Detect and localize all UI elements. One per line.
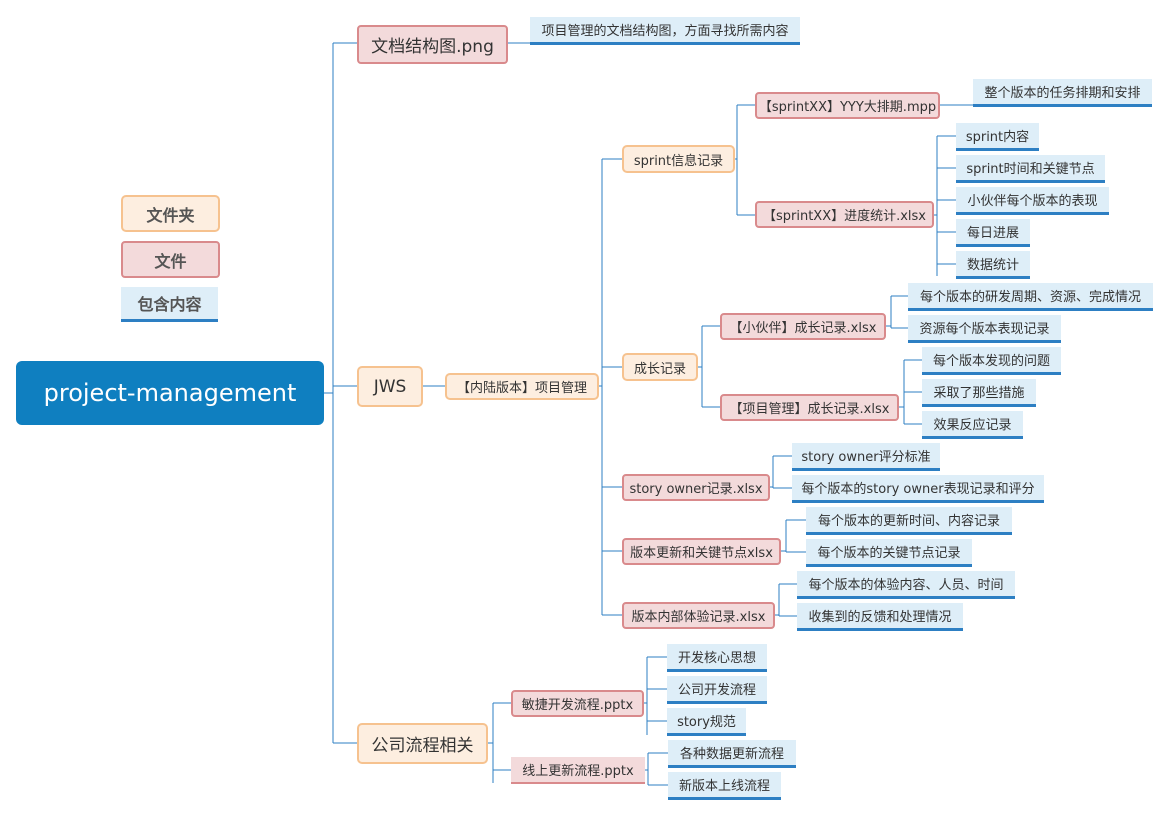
node-update-c1[interactable]: 每个版本的更新时间、内容记录	[806, 507, 1012, 535]
node-sprint-mpp-desc[interactable]: 整个版本的任务排期和安排	[973, 79, 1152, 107]
node-inner[interactable]: 【内陆版本】项目管理	[445, 373, 599, 400]
node-company[interactable]: 公司流程相关	[357, 723, 488, 764]
node-online-c1[interactable]: 各种数据更新流程	[668, 740, 796, 768]
node-partner-xlsx[interactable]: 【小伙伴】成长记录.xlsx	[720, 313, 886, 340]
node-growth[interactable]: 成长记录	[622, 353, 698, 381]
node-sprint[interactable]: sprint信息记录	[622, 145, 735, 173]
node-doc-png[interactable]: 文档结构图.png	[357, 25, 508, 64]
node-owner-xlsx[interactable]: story owner记录.xlsx	[622, 474, 770, 501]
node-sprint-c2[interactable]: sprint时间和关键节点	[956, 155, 1105, 183]
legend-content: 包含内容	[121, 287, 218, 322]
node-online-c2[interactable]: 新版本上线流程	[668, 772, 781, 800]
node-exp-c2[interactable]: 收集到的反馈和处理情况	[797, 603, 963, 631]
node-sprint-c5[interactable]: 数据统计	[956, 251, 1030, 279]
node-jws[interactable]: JWS	[357, 366, 423, 407]
node-agile-c2[interactable]: 公司开发流程	[667, 676, 767, 704]
node-update-c2[interactable]: 每个版本的关键节点记录	[806, 539, 972, 567]
node-pm-c1[interactable]: 每个版本发现的问题	[922, 347, 1061, 375]
node-agile-pptx[interactable]: 敏捷开发流程.pptx	[511, 690, 644, 717]
node-owner-c1[interactable]: story owner评分标准	[792, 443, 940, 471]
node-update-xlsx[interactable]: 版本更新和关键节点xlsx	[622, 538, 781, 565]
node-sprint-c1[interactable]: sprint内容	[956, 123, 1039, 151]
legend-file: 文件	[121, 241, 220, 278]
legend-folder: 文件夹	[121, 195, 220, 232]
node-owner-c2[interactable]: 每个版本的story owner表现记录和评分	[792, 475, 1044, 503]
node-pm-xlsx[interactable]: 【项目管理】成长记录.xlsx	[720, 394, 899, 421]
node-exp-xlsx[interactable]: 版本内部体验记录.xlsx	[622, 602, 775, 629]
root-node[interactable]: project-management	[16, 361, 324, 425]
node-sprint-mpp[interactable]: 【sprintXX】YYY大排期.mpp	[755, 92, 940, 119]
node-sprint-xlsx[interactable]: 【sprintXX】进度统计.xlsx	[755, 201, 934, 228]
node-agile-c3[interactable]: story规范	[667, 708, 746, 736]
node-pm-c3[interactable]: 效果反应记录	[922, 411, 1023, 439]
node-doc-png-desc[interactable]: 项目管理的文档结构图，方面寻找所需内容	[530, 17, 800, 45]
node-sprint-c3[interactable]: 小伙伴每个版本的表现	[956, 187, 1109, 215]
node-partner-c2[interactable]: 资源每个版本表现记录	[908, 315, 1061, 343]
node-sprint-c4[interactable]: 每日进展	[956, 219, 1030, 247]
node-agile-c1[interactable]: 开发核心思想	[667, 644, 767, 672]
node-partner-c1[interactable]: 每个版本的研发周期、资源、完成情况	[908, 283, 1153, 311]
node-exp-c1[interactable]: 每个版本的体验内容、人员、时间	[797, 571, 1015, 599]
node-pm-c2[interactable]: 采取了那些措施	[922, 379, 1036, 407]
node-online-pptx[interactable]: 线上更新流程.pptx	[511, 757, 645, 784]
